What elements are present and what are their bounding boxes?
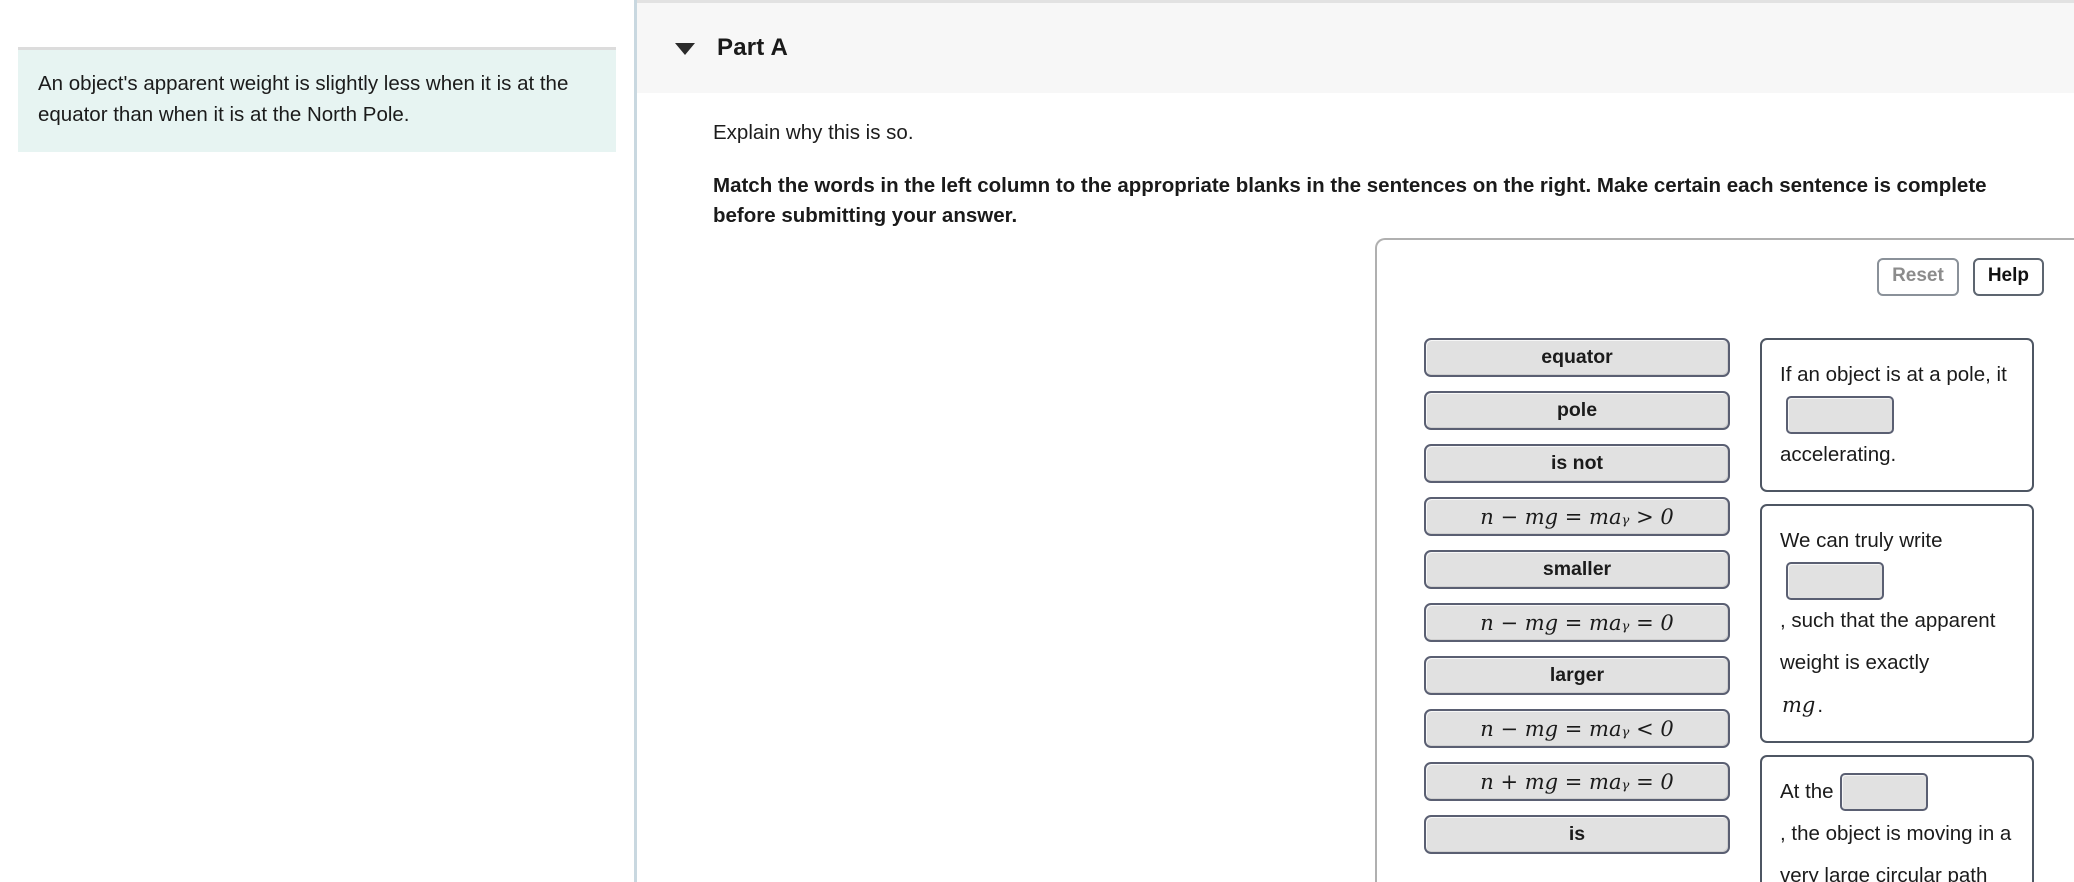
part-body: Explain why this is so. Match the words … — [637, 121, 2074, 230]
sentence-text: , such that the apparent weight is exact… — [1780, 609, 1996, 675]
word-tile[interactable]: n + mg = maᵧ = 0 — [1424, 762, 1730, 801]
sentence-row: If an object is at a pole, it acceleratin… — [1760, 338, 2034, 493]
problem-statement-text: An object's apparent weight is slightly … — [38, 72, 569, 127]
word-tile[interactable]: n − mg = maᵧ < 0 — [1424, 709, 1730, 748]
help-button[interactable]: Help — [1972, 258, 2044, 296]
sentence-text: We can truly write — [1780, 529, 1943, 553]
word-bank-column: equator pole is not n − mg = maᵧ > 0 smaller… — [1424, 338, 1730, 854]
matching-grid: equator pole is not n − mg = maᵧ > 0 smaller… — [1424, 338, 2034, 882]
word-tile[interactable]: pole — [1424, 391, 1730, 430]
answer-toolbar: Reset Help — [1877, 258, 2044, 296]
sentence-text: . — [1817, 693, 1824, 717]
sentence-row: At the , the object is moving in a very l… — [1760, 755, 2034, 882]
left-panel: An object's apparent weight is slightly … — [0, 0, 637, 882]
word-tile[interactable]: is not — [1424, 444, 1730, 483]
answer-blank[interactable] — [1786, 562, 1884, 601]
instruction-text: Match the words in the left column to th… — [713, 174, 1987, 227]
page-title: Part A — [717, 34, 788, 61]
sentence-text: , the object is moving in a very large c… — [1780, 822, 2012, 882]
answer-blank[interactable] — [1839, 773, 1928, 812]
right-panel: Part A Explain why this is so. Match the… — [637, 0, 2074, 882]
sentence-text: If an object is at a pole, it — [1780, 363, 2007, 386]
caret-down-icon[interactable] — [675, 43, 695, 55]
sentence-text: At the — [1780, 780, 1834, 804]
math-expression: mg — [1782, 693, 1816, 718]
word-tile[interactable]: n − mg = maᵧ > 0 — [1424, 497, 1730, 536]
problem-statement-card: An object's apparent weight is slightly … — [18, 47, 616, 153]
part-header[interactable]: Part A — [637, 0, 2074, 93]
sentence-row: We can truly write , such that the appare… — [1760, 504, 2034, 744]
reset-button[interactable]: Reset — [1877, 258, 1959, 296]
word-tile[interactable]: is — [1424, 815, 1730, 854]
sentence-text: accelerating. — [1780, 443, 1897, 467]
question-text: Explain why this is so. — [713, 121, 914, 144]
word-tile[interactable]: equator — [1424, 338, 1730, 377]
word-tile[interactable]: larger — [1424, 656, 1730, 695]
word-tile[interactable]: n − mg = maᵧ = 0 — [1424, 603, 1730, 642]
word-tile[interactable]: smaller — [1424, 550, 1730, 589]
sentence-column: If an object is at a pole, it acceleratin… — [1760, 338, 2034, 882]
answer-blank[interactable] — [1786, 396, 1894, 435]
answer-container: Reset Help equator pole is not n − mg = maᵧ… — [1375, 238, 2074, 882]
